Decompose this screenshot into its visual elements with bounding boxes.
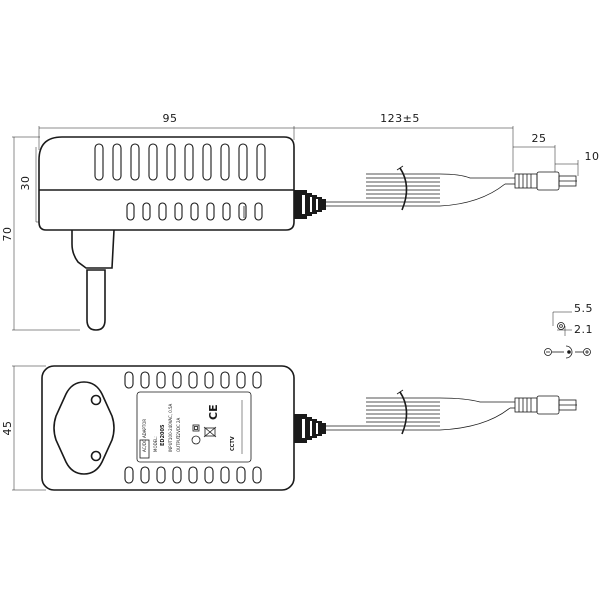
dim-tip-length: 10: [585, 150, 600, 163]
dim-top-width: 95: [163, 112, 178, 125]
dim-total-height: 70: [1, 227, 14, 242]
adapter-body-side: [38, 136, 295, 231]
label-product-type: AC/DC ADAPTOR: [142, 419, 147, 452]
dc-jack-detail: 5.5 2.1: [544, 302, 593, 359]
plug-pin-side: [71, 229, 115, 331]
strain-relief-front: [294, 414, 326, 443]
label-model-prefix: MODEL:: [153, 436, 158, 452]
dc-plug-side: [514, 171, 577, 191]
front-vents-bottom: [124, 466, 262, 484]
dim-inner-diameter: 2.1: [574, 323, 593, 336]
polarity-symbol: [544, 345, 591, 359]
cable-front: [326, 389, 515, 435]
euro-plug-face: [53, 381, 115, 475]
lower-vents: [126, 202, 263, 221]
label-input-prefix: INPUT:: [168, 439, 173, 452]
label-model: ED2005: [160, 424, 166, 446]
dim-plug-length: 25: [532, 132, 547, 145]
safety-mark-icon: [191, 435, 201, 445]
label-input: 100-240VAC, 0.5A: [168, 403, 173, 440]
wee-bin-icon: [204, 427, 216, 437]
label-cctv: CCTV: [230, 436, 236, 451]
front-vents-top: [124, 371, 262, 389]
label-output: 12VDC 2A: [176, 417, 181, 438]
dim-outer-diameter: 5.5: [574, 302, 593, 315]
ce-mark-icon: CE: [207, 404, 220, 420]
double-insulation-icon: [192, 424, 200, 432]
label-output-prefix: OUTPUT:: [176, 435, 181, 452]
dimension-lines-bottom: [12, 365, 46, 491]
dim-cable-length: 123±5: [380, 112, 420, 125]
cable-side: [326, 165, 515, 211]
front-view: AC/DC ADAPTOR MODEL: ED2005 INPUT: 100-2…: [1, 365, 577, 491]
product-label: AC/DC ADAPTOR MODEL: ED2005 INPUT: 100-2…: [136, 391, 252, 463]
upper-vents: [94, 143, 266, 181]
strain-relief-side: [294, 190, 326, 219]
side-view: 95 123±5 25 10 30 70: [1, 112, 600, 331]
dimension-lines-top: [12, 126, 579, 331]
dim-body-height: 30: [19, 176, 32, 191]
dc-plug-front: [514, 395, 577, 415]
dim-bottom-height: 45: [1, 421, 14, 436]
